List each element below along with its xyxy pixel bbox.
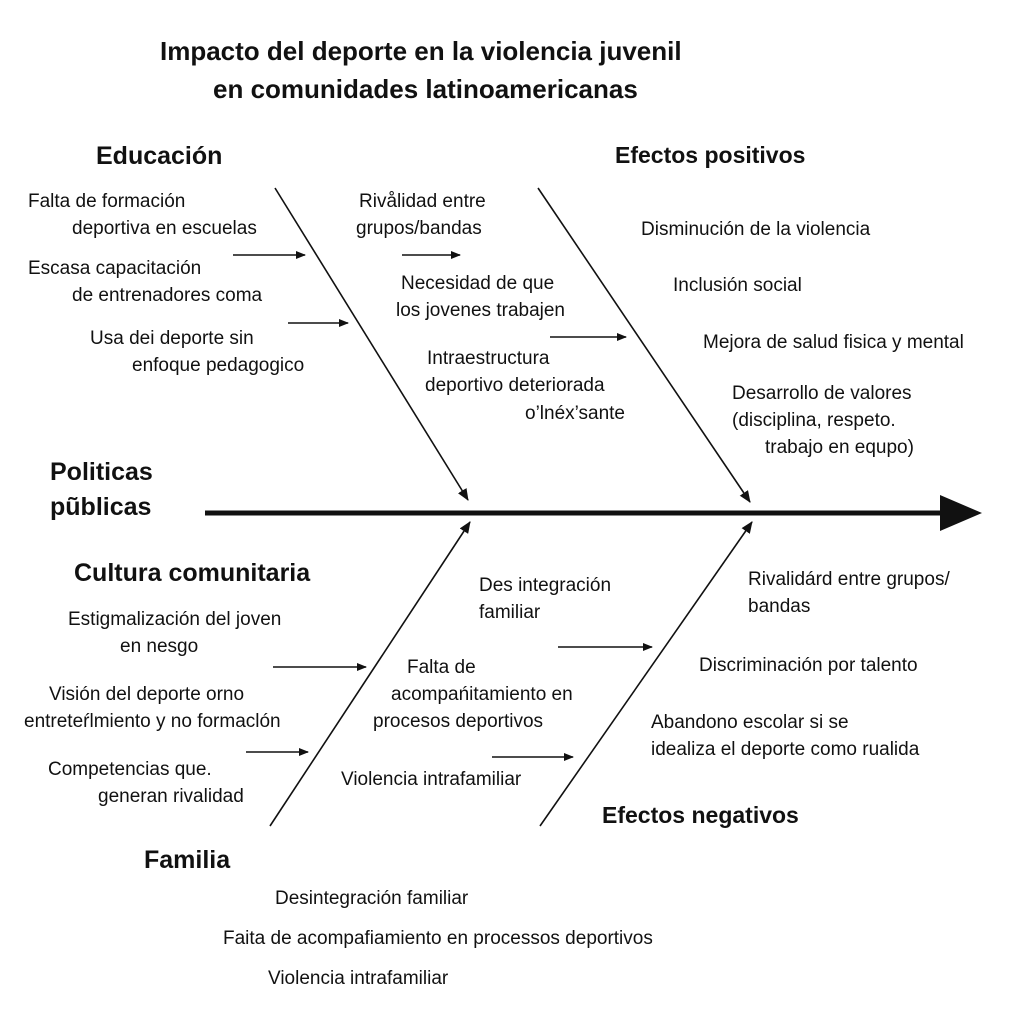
- cause-text: de entrenadores coma: [72, 285, 263, 306]
- cause-text: Des integración: [479, 575, 612, 596]
- bone-cultura: [269, 521, 471, 827]
- cause-text: procesos deportivos: [373, 711, 544, 732]
- cause-text: grupos/bandas: [356, 218, 482, 239]
- effect-text: Desarrollo de valores: [732, 383, 912, 404]
- cause-text: los jovenes trabajen: [396, 300, 565, 321]
- title-line-2: en comunidades latinoamericanas: [213, 74, 638, 104]
- category-efectos-negativos: Efectos negativos: [602, 802, 799, 828]
- spine-arrowhead: [940, 495, 982, 531]
- category-educacion: Educación: [96, 142, 223, 170]
- effect-text: Inclusión social: [673, 275, 802, 296]
- cause-text: Violencia intrafamiliar: [341, 769, 522, 790]
- effect-text: Rivalidárd entre grupos/: [748, 569, 950, 590]
- effect-text: bandas: [748, 596, 811, 617]
- category-politicas-1: Politicas: [50, 458, 153, 486]
- effect-text: Mejora de salud fisica y mental: [703, 332, 964, 353]
- effect-text: Disminución de la violencia: [641, 219, 871, 240]
- familia-item: Faita de acompafiamiento en processos de…: [223, 928, 653, 949]
- cause-text: enfoque pedagogico: [132, 355, 305, 376]
- cause-text: en nesgo: [120, 636, 199, 657]
- familia-item: Violencia intrafamiliar: [268, 968, 449, 989]
- bone-educacion: [274, 187, 469, 501]
- cause-text: Intraestructura: [427, 348, 550, 369]
- familia-item: Desintegración familiar: [275, 888, 469, 909]
- cause-text: Visión del deporte orno: [49, 684, 245, 705]
- title-line-1: Impacto del deporte en la violencia juve…: [160, 36, 682, 66]
- cause-text: entreteŕlmiento y no formaclón: [24, 711, 281, 732]
- bone-efectos-negativos: [539, 521, 753, 827]
- cause-text: Escasa capacitación: [28, 258, 202, 279]
- cause-text: deportivo deteriorada: [425, 375, 605, 396]
- effect-text: (disciplina, respeto.: [732, 410, 896, 431]
- effect-text: Discriminación por talento: [699, 655, 918, 676]
- category-politicas-2: pũblicas: [50, 493, 152, 521]
- cause-text: Usa dei deporte sin: [90, 328, 254, 349]
- cause-text: Falta de: [407, 657, 476, 678]
- cause-text: Necesidad de que: [401, 273, 555, 294]
- cause-text: Competencias que.: [48, 759, 212, 780]
- sub-arrows: [233, 251, 653, 761]
- cause-text: Rivålidad entre: [359, 191, 486, 212]
- bone-efectos-positivos: [537, 187, 751, 503]
- cause-text: familiar: [479, 602, 541, 623]
- category-cultura: Cultura comunitaria: [74, 559, 311, 587]
- effect-text: idealiza el deporte como rualida: [651, 739, 920, 760]
- cause-text: generan rivalidad: [98, 786, 244, 807]
- cause-text: acompańitamiento en: [391, 684, 573, 705]
- effect-text: Abandono escolar si se: [651, 712, 849, 733]
- cause-text: deportiva en escuelas: [72, 218, 257, 239]
- effect-text: trabajo en equpo): [765, 437, 914, 458]
- cause-text: Falta de formación: [28, 191, 186, 212]
- category-efectos-positivos: Efectos positivos: [615, 142, 806, 168]
- category-familia: Familia: [144, 846, 231, 874]
- cause-text: Estigmalización del joven: [68, 609, 282, 630]
- cause-text: o’lnéx’sante: [525, 403, 626, 424]
